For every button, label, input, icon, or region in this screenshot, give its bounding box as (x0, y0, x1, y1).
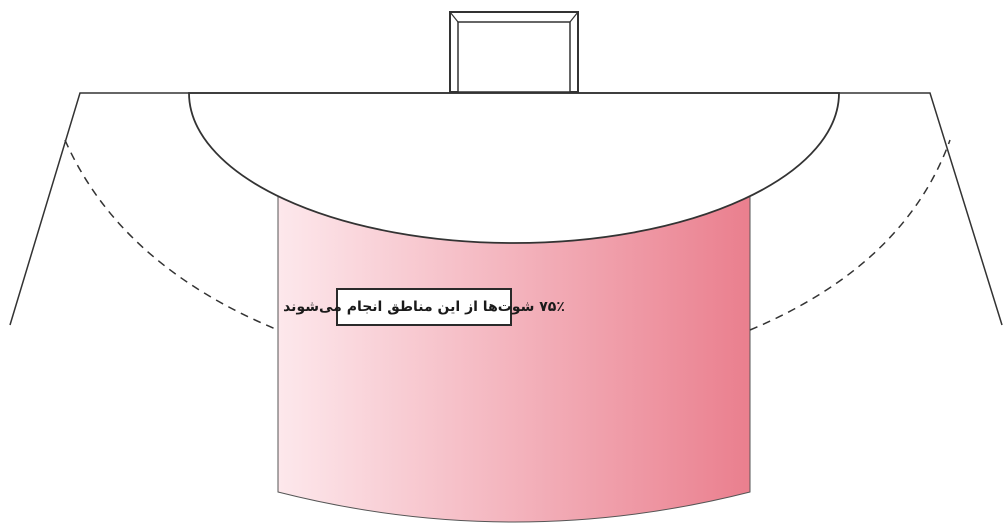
goal-inner (457, 21, 571, 93)
goal-bevel-right (569, 11, 579, 23)
shot-percentage-label: ۷۵٪ شوت‌ها از این مناطق انجام می‌شوند (283, 288, 565, 326)
shooting-zone-area (277, 194, 751, 523)
goal-area-arc (188, 92, 840, 244)
goal-bevel-left (449, 11, 459, 23)
shot-percentage-text: ۷۵٪ شوت‌ها از این مناطق انجام می‌شوند (283, 299, 565, 315)
court-outline (9, 92, 1003, 326)
dashed-arc-left (64, 139, 279, 331)
dashed-arc-right (749, 139, 951, 331)
